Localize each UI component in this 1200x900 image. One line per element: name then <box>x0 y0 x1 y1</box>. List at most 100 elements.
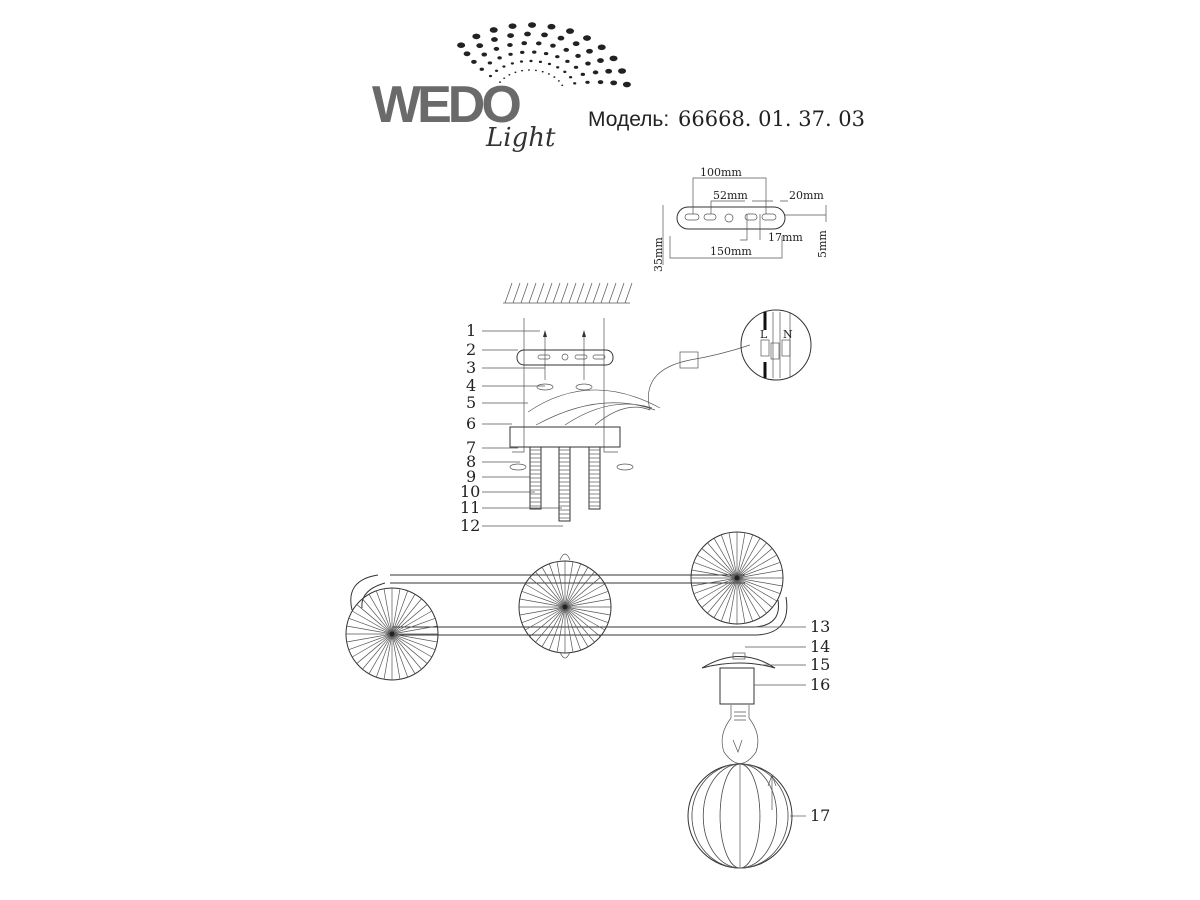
logo-dot <box>507 33 514 38</box>
part-number-2: 2 <box>466 340 476 359</box>
disc-ray <box>736 554 778 579</box>
hatch-line <box>592 282 601 304</box>
disc-ray <box>556 606 566 653</box>
logo-dot <box>547 62 552 66</box>
logo-dot <box>597 58 604 63</box>
ceiling-hatch <box>503 282 633 304</box>
disc-ray <box>736 577 746 624</box>
logo-dot <box>568 76 573 79</box>
disc-ray <box>691 577 738 587</box>
disc-center <box>562 604 568 610</box>
disc-ray <box>521 590 566 608</box>
disc-ray <box>391 633 401 680</box>
disc-ray <box>564 606 601 637</box>
disc-ray <box>524 606 566 631</box>
disc-ray <box>736 532 746 579</box>
terminal-block <box>679 351 699 369</box>
disc-ray <box>391 617 436 635</box>
logo-dot <box>541 70 544 73</box>
disc-ray <box>736 534 754 579</box>
logo-dot <box>566 28 575 34</box>
dim-5mm: 5mm <box>816 230 829 258</box>
logo-dot <box>532 50 537 54</box>
disc-ray <box>383 588 393 635</box>
logo-dot <box>585 61 591 66</box>
disc-ray <box>548 563 566 608</box>
disc-center <box>734 575 740 581</box>
logo-dot <box>583 35 592 41</box>
logo-dot <box>573 82 577 85</box>
disc-ray <box>720 577 738 622</box>
disc-ray <box>736 577 767 614</box>
logo-dot <box>514 71 517 74</box>
disc-ray <box>391 590 409 635</box>
logo-dot <box>550 43 556 48</box>
disc-ray <box>564 606 595 643</box>
wedo-light-logo: WEDO Light <box>372 22 631 153</box>
hatch-line <box>584 282 593 304</box>
disc-ray <box>707 577 738 614</box>
part-number-11: 11 <box>460 498 480 517</box>
disc-ray <box>391 633 433 658</box>
disc-ray <box>736 577 773 608</box>
part-number-7: 7 <box>466 438 476 457</box>
part-number-8: 8 <box>466 452 476 471</box>
disc-ray <box>736 577 754 622</box>
disc-ray <box>362 633 393 670</box>
logo-dot <box>572 41 580 47</box>
disc-ray <box>519 606 566 616</box>
disc-ray <box>391 633 436 651</box>
logo-dot <box>547 73 550 75</box>
hatch-line <box>600 282 609 304</box>
logo-script: Light <box>485 123 556 153</box>
part-number-13: 13 <box>810 617 830 636</box>
logo-dot <box>556 66 560 69</box>
logo-dot <box>508 52 513 56</box>
disc-ray <box>564 577 601 608</box>
disc-ray <box>564 606 589 648</box>
logo-dot <box>547 23 556 30</box>
disc-ray <box>736 548 773 579</box>
logo-dot <box>563 47 570 52</box>
logo-dot <box>508 73 511 76</box>
disc-ray <box>564 606 611 616</box>
logo-brand: WEDO <box>372 76 520 134</box>
disc-ray <box>356 604 393 635</box>
hatch-line <box>544 282 553 304</box>
disc-ray <box>348 633 393 651</box>
disc-ray <box>564 563 582 608</box>
bracket-dimension-drawing: 100mm 52mm 20mm 17mm 150mm 35mm 5mm <box>652 166 829 272</box>
logo-dot <box>494 69 499 73</box>
logo-dot <box>510 62 514 65</box>
disc-ray <box>736 569 783 579</box>
logo-dot <box>521 41 528 46</box>
hatch-line <box>576 282 585 304</box>
part-number-16: 16 <box>810 675 830 694</box>
hatch-line <box>520 282 529 304</box>
logo-dot <box>597 44 606 51</box>
disc-ray <box>391 633 438 643</box>
disc-ray <box>375 590 393 635</box>
part-number-1: 1 <box>466 321 476 340</box>
globe-meridian <box>691 763 789 869</box>
logo-dot <box>520 50 525 54</box>
disc-ray <box>707 542 738 579</box>
disc-ray <box>564 606 606 631</box>
disc-ray <box>693 561 738 579</box>
disc-ray <box>728 532 738 579</box>
dim-20mm: 20mm <box>789 189 824 202</box>
hatch-line <box>560 282 569 304</box>
disc-ray <box>564 583 606 608</box>
disc-ray <box>720 534 738 579</box>
disc-ray <box>564 606 574 653</box>
logo-dot <box>534 69 537 72</box>
logo-dot <box>507 43 513 48</box>
dim-100mm: 100mm <box>700 166 742 179</box>
part-number-14: 14 <box>810 637 830 656</box>
logo-dot <box>585 80 590 84</box>
disc-ray <box>693 577 738 595</box>
disc-ray <box>564 571 595 608</box>
logo-dot <box>493 46 500 51</box>
hatch-line <box>608 282 617 304</box>
